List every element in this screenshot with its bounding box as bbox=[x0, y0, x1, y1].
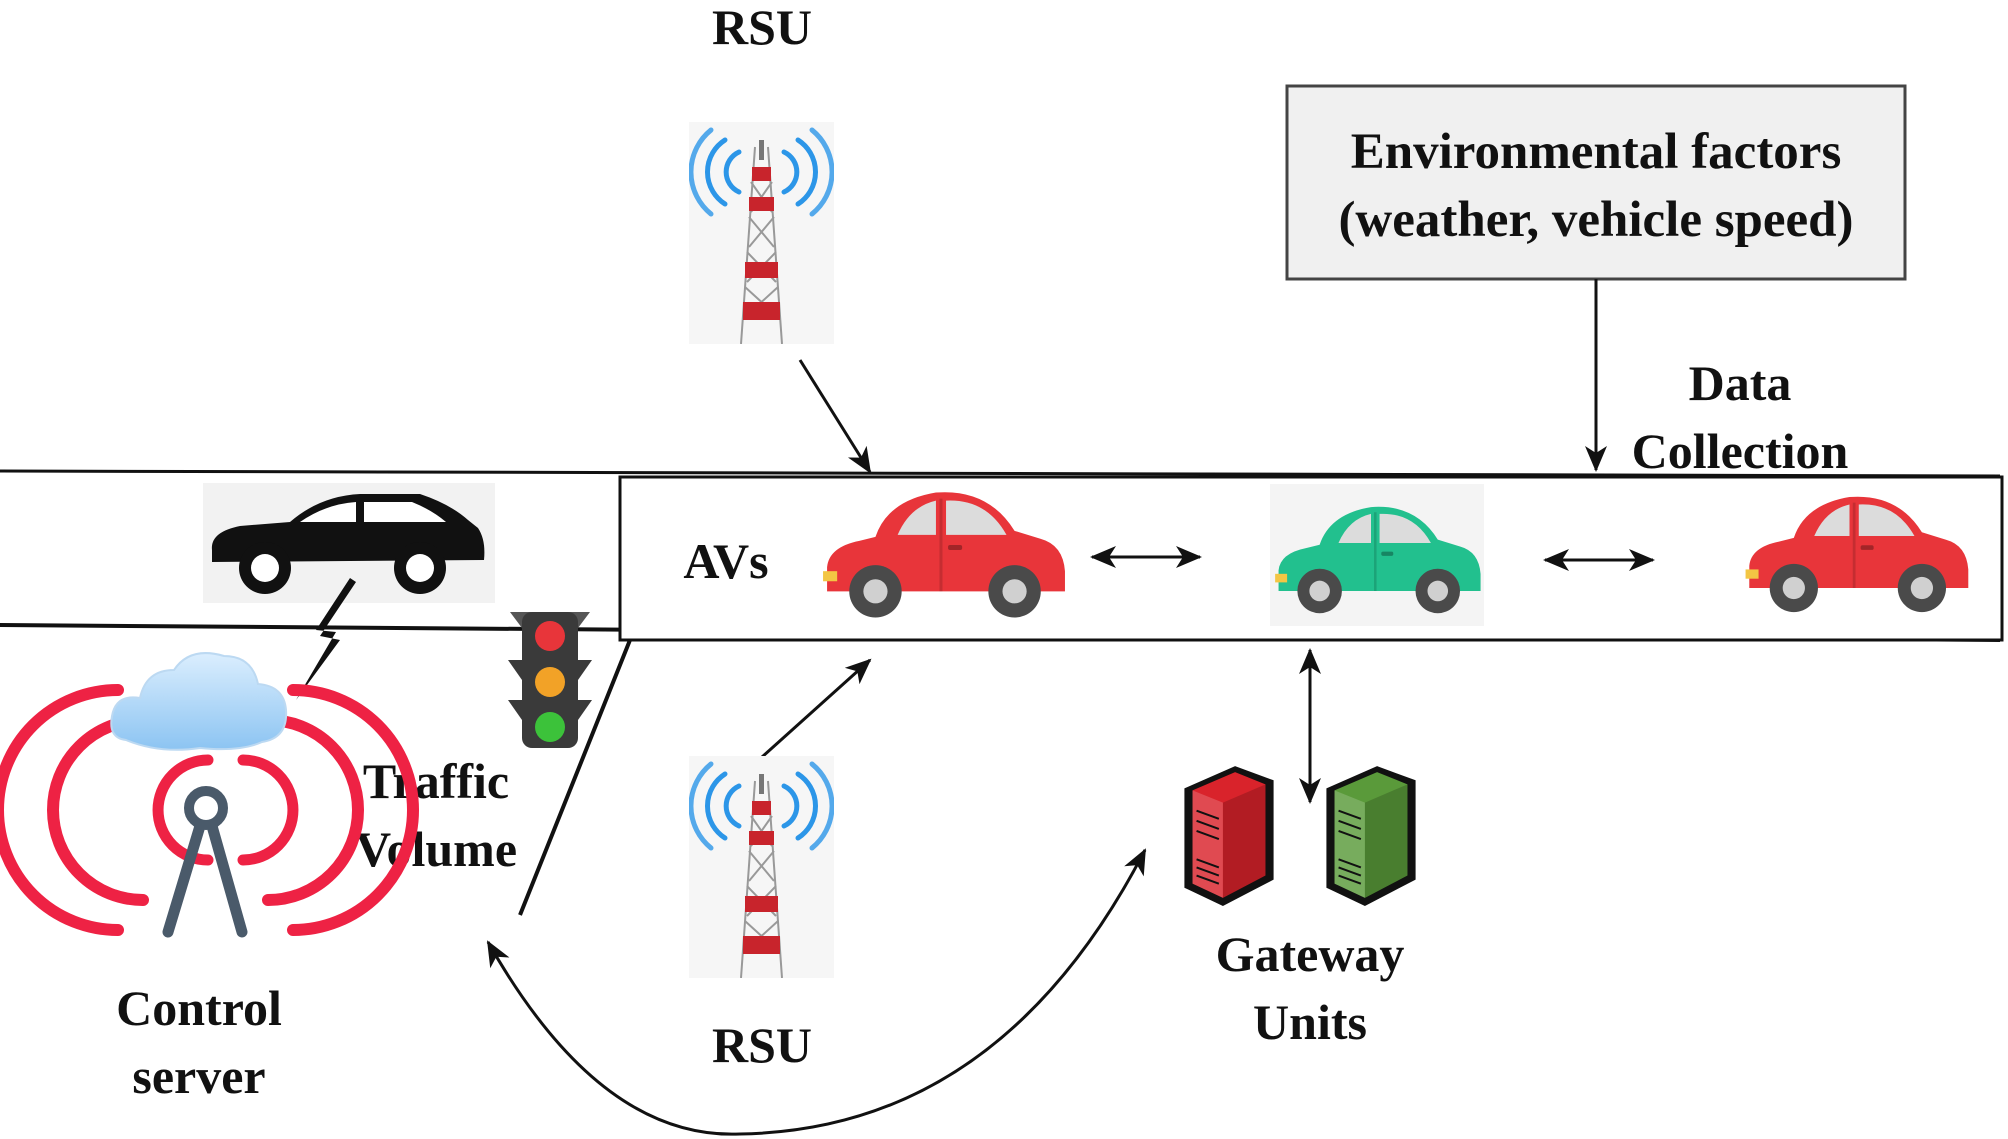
traffic-light-icon bbox=[508, 612, 592, 748]
rsu-bottom-label: RSU bbox=[712, 1017, 812, 1073]
control-server-line2: server bbox=[132, 1048, 265, 1104]
cloud-icon bbox=[110, 652, 288, 751]
arrows bbox=[486, 279, 1655, 1136]
gateway-line1: Gateway bbox=[1216, 926, 1405, 982]
environmental-factors-box: Environmental factors (weather, vehicle … bbox=[1285, 84, 1907, 281]
server-icon-red bbox=[1183, 765, 1275, 908]
data-collection-line1: Data bbox=[1689, 355, 1792, 411]
env-factors-line1: Environmental factors bbox=[1351, 124, 1842, 180]
rsu-top-label: RSU bbox=[712, 0, 812, 55]
car-icon-black bbox=[203, 483, 495, 603]
rsu-tower-icon-bottom bbox=[689, 756, 834, 978]
traffic-volume-line2: Volume bbox=[355, 821, 517, 877]
arrow-rsu-bottom-to-avs bbox=[760, 658, 872, 759]
lightning-icon bbox=[296, 578, 356, 700]
antenna-icon bbox=[0, 684, 419, 936]
data-collection-line2: Collection bbox=[1632, 423, 1849, 479]
server-icon-green bbox=[1325, 765, 1417, 908]
env-factors-line2: (weather, vehicle speed) bbox=[1338, 192, 1853, 248]
control-server-line1: Control bbox=[116, 980, 282, 1036]
antenna-mast bbox=[162, 786, 248, 938]
arrow-rsu-top-to-avs bbox=[798, 359, 872, 474]
gateway-line2: Units bbox=[1253, 994, 1367, 1050]
traffic-volume-line1: Traffic bbox=[363, 753, 509, 809]
arrow-traffic-gateway bbox=[486, 848, 1147, 1136]
avs-label: AVs bbox=[683, 533, 768, 589]
car-icon-green bbox=[1270, 484, 1484, 626]
rsu-tower-icon bbox=[689, 122, 834, 344]
